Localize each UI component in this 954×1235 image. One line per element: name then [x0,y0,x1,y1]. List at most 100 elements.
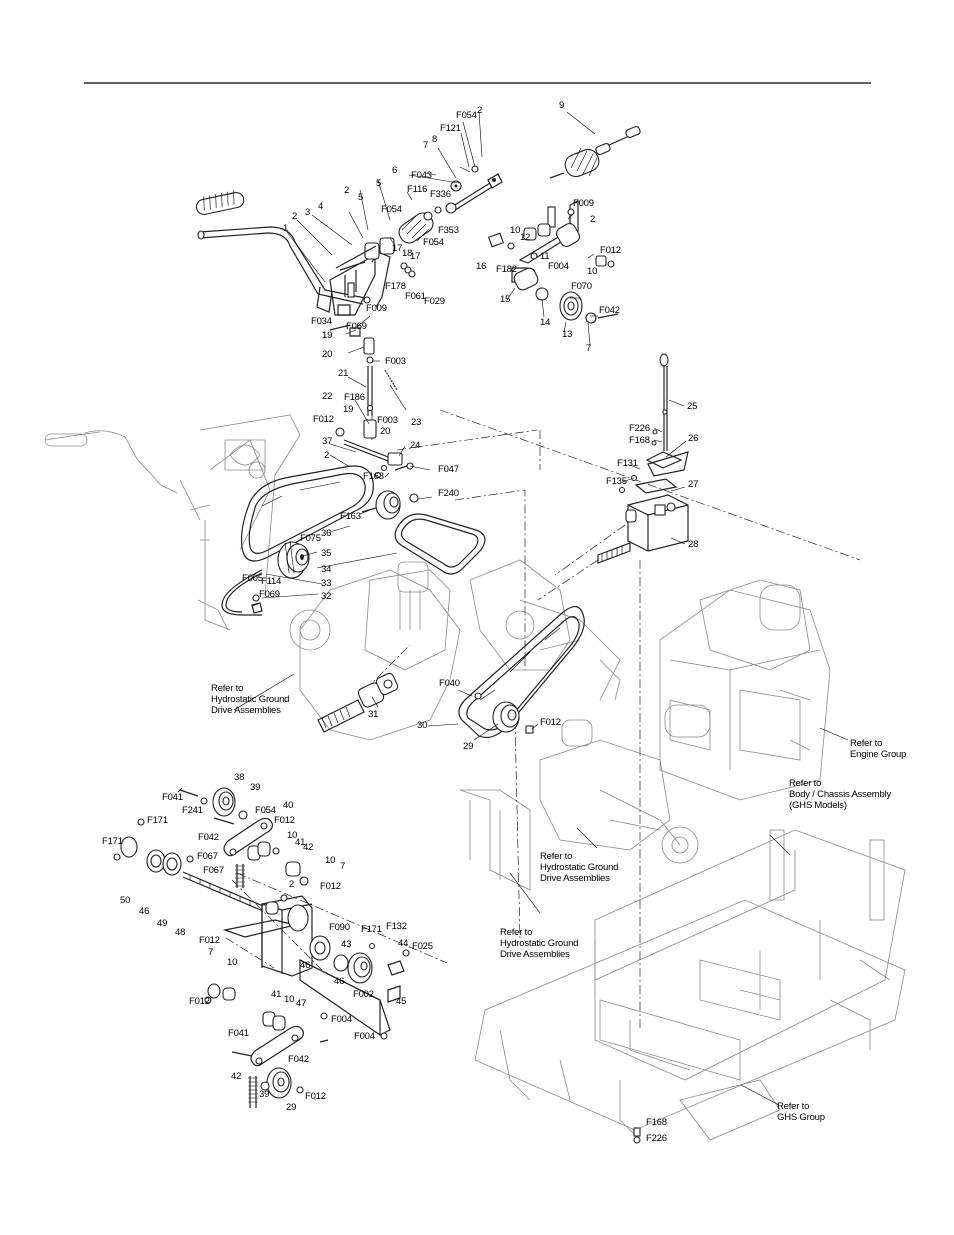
callout-label: F029 [424,296,445,307]
belt-37 [240,465,374,562]
callout-label: F075 [300,533,321,544]
callout-label: 26 [688,433,699,444]
callout-label: 41 [295,837,306,848]
callout-label: 4 [318,201,324,212]
callout-label: F067 [203,865,224,876]
callout-label: 39 [259,1089,270,1100]
callout-label: 33 [321,578,332,589]
callout-label: F004 [548,261,569,272]
callout-label: 43 [341,939,352,950]
callout-label: F070 [571,281,592,292]
callout-label: 10 [587,266,598,277]
callout-label: 46 [139,906,150,917]
callout-label: F163 [363,471,384,482]
callout-label: 10 [510,225,521,236]
pulley-36 [361,490,419,520]
callout-label: 40 [283,800,294,811]
callout-label: 10 [287,830,298,841]
callout-label: F226 [646,1133,667,1144]
callout-label: 7 [208,947,214,958]
callout-label: F069 [259,589,280,600]
callout-label: F182 [496,264,517,275]
callout-label: 36 [321,528,332,539]
callout-label: 2 [292,211,298,222]
callout-label: 37 [322,436,333,447]
leader-lines [233,111,849,1106]
callout-label: 25 [687,401,698,412]
callout-label: F163 [340,511,361,522]
callout-label: 31 [368,709,379,720]
control-rod-assembly [335,337,414,479]
ghost-hydrostatic-drive-left [289,559,621,741]
callout-label: 2 [289,879,295,890]
callout-label: 45 [396,996,407,1007]
callout-label: 48 [175,927,186,938]
callout-label: F069 [346,321,367,332]
callout-label: F353 [438,225,459,236]
callout-label: 20 [380,426,391,437]
callout-label: F043 [411,170,432,181]
callout-label: 19 [343,404,354,415]
callout-label: 18 [402,248,413,259]
callout-label: F186 [344,392,365,403]
callout-label: 42 [231,1071,242,1082]
callout-label: F009 [573,198,594,209]
callout-label: 2 [344,185,350,196]
callout-label: 8 [432,134,438,145]
callout-label: F171 [147,815,168,826]
callout-label: 9 [559,100,565,111]
callout-label: 23 [411,417,422,428]
callout-label: 21 [338,368,349,379]
callout-label: F040 [439,678,460,689]
ghost-engine [659,579,831,801]
callout-label: F012 [313,414,334,425]
callout-label: 41 [271,989,282,1000]
callout-label: 39 [250,782,261,793]
pulley-43-46 [309,935,410,1040]
callout-label: 22 [322,391,333,402]
callout-label: 5 [376,178,382,189]
callout-label: 13 [562,329,573,340]
callout-label: F121 [440,123,461,134]
callout-label: F012 [305,1091,326,1102]
handle-grip [195,190,245,215]
idler-arm-40 [213,817,273,857]
callout-label: F067 [197,851,218,862]
callout-label: 49 [157,918,168,929]
deck-bracket-48 [222,894,391,1036]
callout-label: 46 [334,976,345,987]
callout-label: F042 [599,305,620,316]
callout-label: F178 [385,281,406,292]
callout-label: 24 [410,440,421,451]
small-hardware-top [329,165,479,337]
callout-label: 2 [590,214,596,225]
callout-label: F226 [629,423,650,434]
callout-label: F004 [331,1014,352,1025]
callout-label: 16 [476,261,487,272]
callout-label: F012 [274,815,295,826]
callout-label: 6 [392,165,398,176]
pulley-35 [277,540,310,579]
callout-label: 44 [398,938,409,949]
callout-label: F012 [189,996,210,1007]
callout-label: F168 [629,435,650,446]
shaft-49-and-hubs [113,818,264,912]
callout-label: 27 [688,479,699,490]
callout-label: 20 [322,349,333,360]
callout-label: 29 [286,1102,297,1113]
callout-label: 1 [283,223,289,234]
callout-label: F336 [430,189,451,200]
callout-label: 35 [321,548,332,559]
callout-label: 10 [227,957,238,968]
callout-label: F090 [329,922,350,933]
frame-bolt-f168-f226 [633,1127,641,1144]
callout-label: 14 [540,317,551,328]
callout-label: F002 [353,989,374,1000]
callout-label: 7 [340,861,346,872]
